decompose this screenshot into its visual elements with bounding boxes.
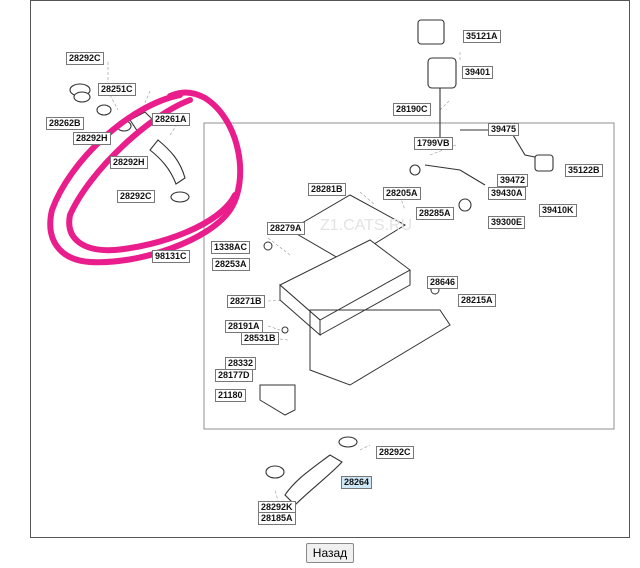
upper-hose-group xyxy=(69,83,190,203)
part-label-28185A[interactable]: 28185A xyxy=(258,512,296,525)
part-label-28281B[interactable]: 28281B xyxy=(308,183,346,196)
hose-shape xyxy=(149,139,186,185)
part-label-39401[interactable]: 39401 xyxy=(462,66,494,79)
intercooler-core-shape xyxy=(319,270,411,336)
part-label-39410K[interactable]: 39410K xyxy=(539,204,577,217)
part-label-28292C[interactable]: 28292C xyxy=(376,446,414,459)
part-label-39430A[interactable]: 39430A xyxy=(488,187,526,200)
part-label-28279A[interactable]: 28279A xyxy=(267,222,305,235)
part-label-35121A[interactable]: 35121A xyxy=(463,30,501,43)
vacuum-line-shape xyxy=(424,164,486,186)
part-label-28292H[interactable]: 28292H xyxy=(73,132,111,145)
part-label-28292C[interactable]: 28292C xyxy=(66,52,104,65)
part-label-39475[interactable]: 39475 xyxy=(488,123,520,136)
part-label-28190C[interactable]: 28190C xyxy=(393,103,431,116)
intercooler-bracket-shape xyxy=(309,309,451,386)
part-label-28253A[interactable]: 28253A xyxy=(212,258,250,271)
watermark-shape: Z1.CATS.RU xyxy=(320,217,412,234)
part-label-28177D[interactable]: 28177D xyxy=(215,369,253,382)
part-label-28292H[interactable]: 28292H xyxy=(110,156,148,169)
hose-shape xyxy=(284,454,343,506)
sensor-shape xyxy=(534,154,554,172)
clamp-shape xyxy=(73,91,91,103)
fitting-shape xyxy=(409,164,421,176)
part-label-28646[interactable]: 28646 xyxy=(427,276,459,289)
highlight-marker xyxy=(47,89,244,266)
cap-shape xyxy=(417,19,445,45)
mount-bracket-shape xyxy=(259,384,296,416)
fitting-shape xyxy=(263,241,273,251)
part-label-28262B[interactable]: 28262B xyxy=(46,117,84,130)
part-label-28285A[interactable]: 28285A xyxy=(416,207,454,220)
clamp-shape xyxy=(338,436,358,448)
part-label-35122B[interactable]: 35122B xyxy=(565,164,603,177)
part-label-28264[interactable]: 28264 xyxy=(341,476,373,489)
assembly-box xyxy=(203,122,615,430)
part-label-1338AC[interactable]: 1338AC xyxy=(211,241,251,254)
clamp-shape xyxy=(96,104,112,116)
parts-diagram-frame: Z1.CATS.RU 35121A 39401 28292C 28251C 28… xyxy=(30,0,630,538)
clamp-shape xyxy=(170,191,190,203)
part-label-28215A[interactable]: 28215A xyxy=(458,294,496,307)
intercooler-group xyxy=(259,194,451,416)
part-label-28531B[interactable]: 28531B xyxy=(241,332,279,345)
back-button[interactable]: Назад xyxy=(306,543,354,563)
part-label-28271B[interactable]: 28271B xyxy=(227,295,265,308)
part-label-28261A[interactable]: 28261A xyxy=(152,113,190,126)
part-label-1799VB[interactable]: 1799VB xyxy=(414,137,453,150)
clamp-shape xyxy=(265,465,285,479)
part-label-28205A[interactable]: 28205A xyxy=(383,187,421,200)
part-label-21180[interactable]: 21180 xyxy=(215,389,246,402)
solenoid-group xyxy=(409,19,554,212)
fitting-shape xyxy=(281,326,289,334)
lower-hose-group xyxy=(265,436,358,506)
part-label-28292C[interactable]: 28292C xyxy=(117,190,155,203)
part-label-98131C[interactable]: 98131C xyxy=(152,250,190,263)
parts-diagram: Z1.CATS.RU xyxy=(30,0,630,538)
part-label-39472[interactable]: 39472 xyxy=(497,174,529,187)
part-label-28251C[interactable]: 28251C xyxy=(98,83,136,96)
intercooler-cover-shape xyxy=(289,194,406,263)
diagram-border xyxy=(30,0,630,538)
fitting-shape xyxy=(458,198,472,212)
part-label-39300E[interactable]: 39300E xyxy=(488,216,526,229)
valve-body-shape xyxy=(427,57,457,89)
